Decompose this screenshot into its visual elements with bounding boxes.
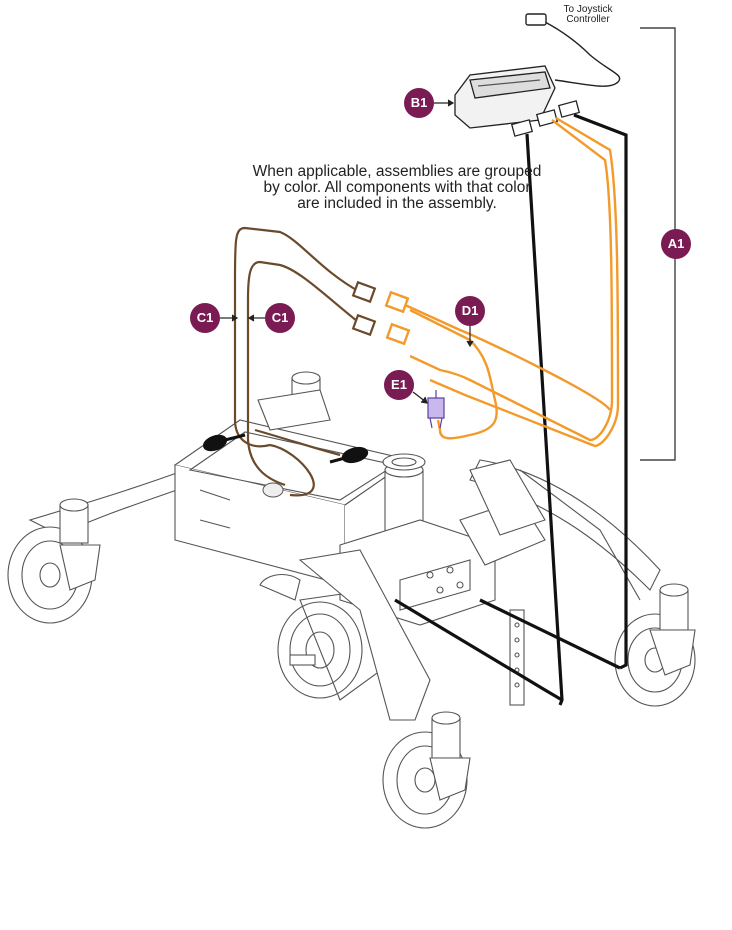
battery-terminals	[202, 433, 369, 498]
joystick-label-line2: Controller	[566, 14, 610, 25]
callout-c1-right: C1	[265, 303, 295, 333]
note-line2: by color. All components with that color	[263, 179, 531, 196]
caster-wheel-left	[7, 498, 101, 624]
joystick-cable	[525, 13, 621, 87]
harness-black	[394, 113, 628, 706]
callout-a1: A1	[661, 229, 691, 259]
harness-orange	[384, 116, 620, 448]
joystick-controller-label: To Joystick Controller	[548, 5, 628, 25]
b1-controller-module	[454, 65, 581, 137]
callout-d1: D1	[455, 296, 485, 326]
callout-c1-left: C1	[190, 303, 220, 333]
e1-module	[427, 390, 445, 429]
callout-e1: E1	[384, 370, 414, 400]
note-line3: are included in the assembly.	[297, 195, 497, 212]
caster-wheel-right	[614, 583, 696, 707]
note-line1: When applicable, assemblies are grouped	[252, 163, 542, 180]
assembly-color-note: When applicable, assemblies are grouped …	[232, 164, 562, 212]
joystick-label-line1: To Joystick	[563, 4, 613, 15]
callout-arrows	[220, 99, 474, 404]
callout-b1: B1	[404, 88, 434, 118]
caster-wheel-front	[382, 711, 471, 829]
harness-brown	[233, 226, 377, 497]
chassis	[7, 371, 696, 829]
